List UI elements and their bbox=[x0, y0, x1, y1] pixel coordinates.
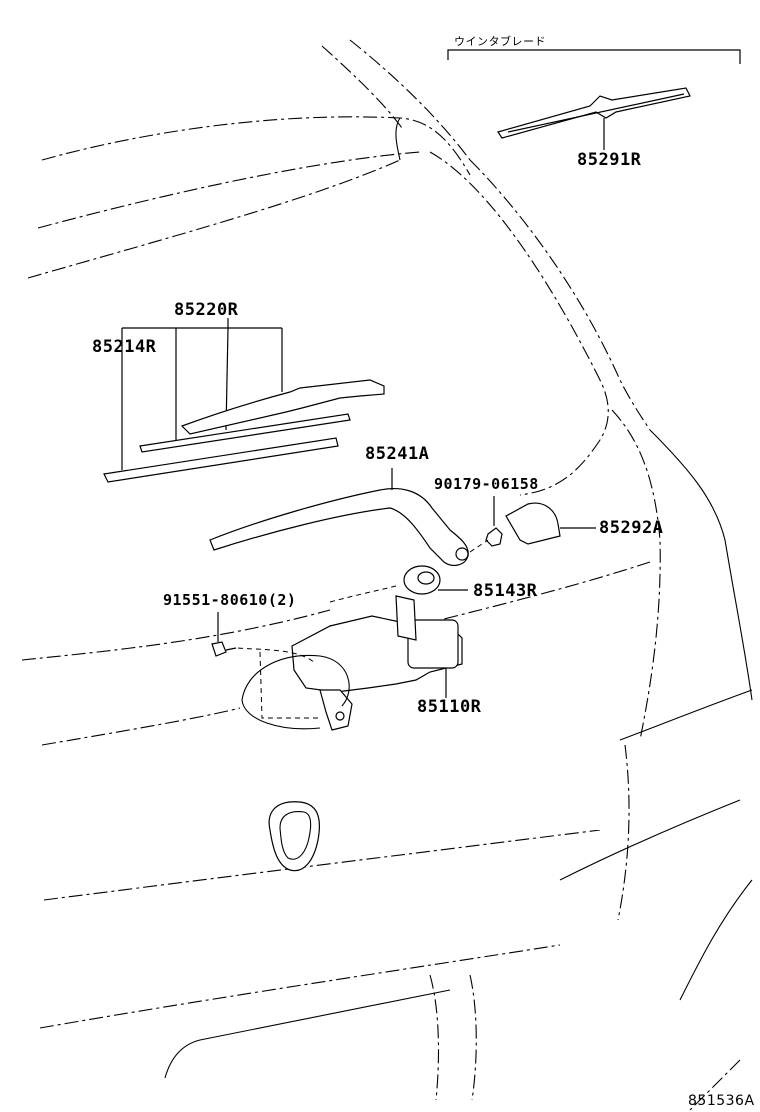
body-side bbox=[619, 689, 753, 741]
blade-refill-icon bbox=[103, 437, 339, 483]
blade-rubber-icon bbox=[139, 413, 351, 453]
part-85214R-label[interactable]: 85214R bbox=[92, 337, 157, 357]
handle-recess-inner bbox=[279, 811, 312, 860]
winter-blade-icon bbox=[497, 87, 691, 139]
panel-opening bbox=[241, 699, 321, 730]
glass-top-edge bbox=[37, 151, 421, 229]
door-line bbox=[43, 829, 601, 901]
part-91551-80610-label[interactable]: 91551-80610(2) bbox=[163, 591, 297, 609]
arm-pivot-icon bbox=[455, 547, 469, 561]
bumper-line bbox=[164, 989, 451, 1079]
part-85291R-label[interactable]: 85291R bbox=[577, 150, 642, 170]
body-line bbox=[321, 45, 403, 129]
motor-housing-icon bbox=[407, 619, 459, 669]
body-line bbox=[21, 609, 331, 661]
winter-blade-rubber bbox=[507, 93, 685, 133]
nut-icon bbox=[485, 527, 503, 547]
body-line bbox=[689, 1059, 741, 1111]
door-line bbox=[39, 944, 561, 1029]
pivot-cap-inner bbox=[417, 571, 435, 585]
cap-icon bbox=[505, 502, 561, 545]
body-line bbox=[349, 39, 471, 161]
winter-blade-bracket bbox=[447, 49, 741, 64]
pivot-alignment bbox=[329, 585, 397, 603]
drawing-code: 851536A bbox=[688, 1093, 755, 1109]
part-85143R-label[interactable]: 85143R bbox=[473, 581, 538, 601]
part-85220R-label[interactable]: 85220R bbox=[174, 300, 239, 320]
body-side bbox=[649, 429, 753, 701]
part-90179-06158-label[interactable]: 90179-06158 bbox=[434, 475, 539, 493]
body-side bbox=[611, 409, 661, 741]
body-line bbox=[419, 561, 651, 626]
body-line bbox=[679, 879, 753, 1001]
winter-blade-label: ウインタブレード bbox=[454, 35, 546, 48]
bolt-alignment bbox=[259, 651, 322, 719]
nut-alignment bbox=[469, 539, 489, 553]
part-85241A-label[interactable]: 85241A bbox=[365, 444, 430, 464]
bracket-hole bbox=[335, 711, 345, 721]
body-pillar bbox=[469, 159, 651, 431]
wiper-arm-icon bbox=[209, 487, 469, 566]
spoiler-edge bbox=[41, 116, 471, 176]
panel-opening bbox=[241, 654, 350, 707]
bolt-shank bbox=[225, 647, 237, 651]
glass-right-edge bbox=[429, 151, 609, 441]
motor-shaft-icon bbox=[395, 595, 417, 641]
part-85292A-label[interactable]: 85292A bbox=[599, 518, 664, 538]
body-line bbox=[41, 707, 241, 746]
body-side bbox=[559, 799, 741, 881]
body-side bbox=[617, 744, 630, 921]
bolt-alignment bbox=[237, 647, 317, 665]
blade-frame-icon bbox=[180, 379, 385, 435]
body-line bbox=[469, 974, 477, 1101]
glass-bottom-edge bbox=[519, 439, 601, 496]
body-line bbox=[429, 974, 440, 1101]
body-line bbox=[395, 117, 401, 161]
motor-bracket-icon bbox=[319, 689, 353, 731]
bolt-icon bbox=[211, 641, 227, 657]
part-85110R-label[interactable]: 85110R bbox=[417, 697, 482, 717]
glass-edge bbox=[27, 159, 401, 279]
